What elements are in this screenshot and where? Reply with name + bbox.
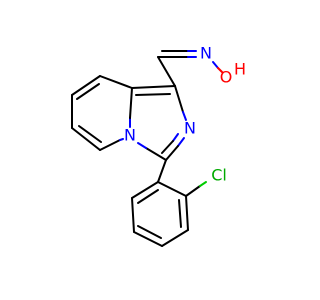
bond-c6-c5-double: [78, 125, 102, 143]
bond-n-o-upper: [212, 61, 219, 69]
bond-c3-n4-blue: [137, 142, 147, 149]
bond-n2-c3: [165, 145, 179, 161]
oxime-oxygen-label: O: [220, 68, 233, 87]
bond-ph4-ph5-double: [137, 225, 162, 239]
bond-ph2-cl-green: [199, 181, 207, 187]
bond-ph3-ph4: [161, 229, 189, 247]
pyridine-ring: [71, 75, 133, 151]
bond-c1-n2: [174, 85, 184, 113]
bond-n2-c3-double: [161, 140, 174, 154]
bond-ph6-ph1-double: [137, 189, 159, 204]
bond-c8-c7: [71, 75, 101, 96]
bond-c8-c7-double: [76, 83, 100, 100]
bond-ph1-ph2: [157, 181, 187, 197]
molecule-structure: N O H N N: [71, 44, 246, 247]
ring-nitrogen-n4-label: N: [124, 126, 136, 145]
oxime-group: N O H: [157, 44, 246, 87]
bond-n2-c3-double-blue: [172, 133, 179, 142]
bond-ph2-cl: [185, 185, 201, 197]
ring-nitrogen-n2-label: N: [184, 119, 196, 138]
bond-ph2-ph3-double: [178, 199, 182, 228]
bond-c3-n4: [145, 147, 167, 161]
bond-ph5-ph6: [131, 197, 135, 233]
bond-c3-phenyl: [157, 159, 167, 183]
imidazole-ring: N N: [124, 85, 196, 161]
bond-ph2-ph3: [185, 195, 189, 231]
oxime-nitrogen-label: N: [200, 44, 212, 63]
bond-c1-c8a: [131, 85, 176, 89]
chlorophenyl-ring: Cl: [131, 159, 227, 247]
chlorine-label: Cl: [211, 166, 227, 185]
bond-c5-n4: [99, 139, 121, 151]
bond-c1-n2-blue: [182, 111, 187, 121]
bond-c6-c5: [71, 127, 101, 151]
bond-c5-n4-blue: [119, 138, 124, 141]
bond-ph4-ph5: [133, 231, 163, 247]
bond-c8a-c8: [99, 75, 133, 89]
bond-n2-c3-blue: [177, 137, 185, 147]
bond-ph6-ph1: [131, 181, 159, 199]
bond-c1-ch: [157, 56, 176, 87]
bond-n4-c8a: [129, 87, 133, 119]
bond-c1-c8a-double: [135, 93, 171, 96]
hydroxyl-hydrogen-label: H: [234, 60, 246, 79]
bond-n-o-lower: [217, 67, 223, 73]
